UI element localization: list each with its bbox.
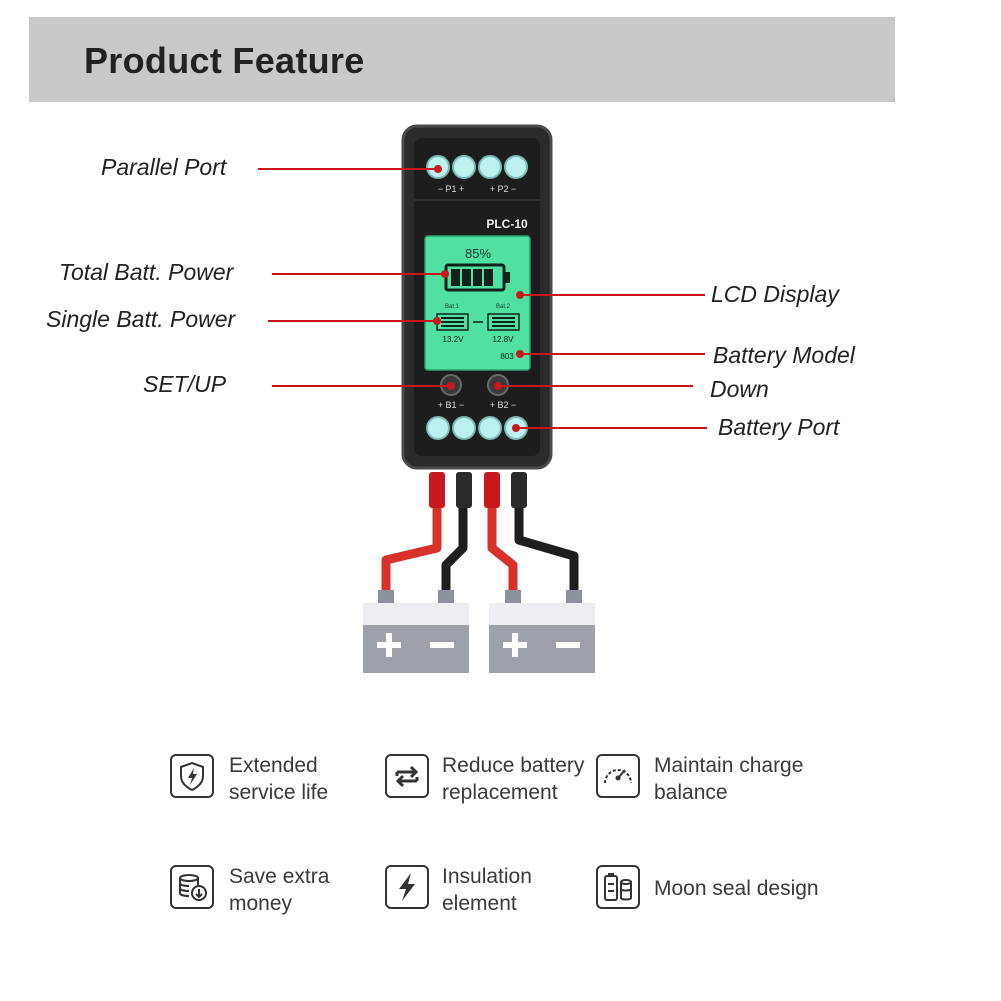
device-model-label: PLC-10 (486, 217, 528, 231)
lcd-single-battery-icons (436, 313, 520, 331)
port-label-b1: + B1 − (438, 400, 465, 410)
coins-icon (170, 865, 214, 909)
battery-seal-icon (596, 865, 640, 909)
cable-connectors (429, 472, 527, 508)
callout-total-batt-power: Total Batt. Power (59, 259, 234, 285)
callout-lcd-display: LCD Display (711, 281, 839, 307)
port-label-b2: + B2 − (490, 400, 517, 410)
battery-right (489, 590, 595, 673)
header-bar (29, 17, 895, 102)
callout-single-batt-power: Single Batt. Power (46, 306, 236, 332)
cable-red-b2 (487, 480, 518, 603)
callout-down: Down (710, 376, 769, 402)
cable-black-b2 (514, 480, 579, 603)
lcd-battery-model: 803 (500, 352, 514, 361)
lcd-bat1-label: Bat.1 (445, 304, 460, 310)
lcd-bat2-label: Bat.2 (496, 304, 511, 310)
callout-battery-port: Battery Port (718, 414, 840, 440)
port-label-p2: + P2 − (490, 184, 517, 194)
callout-set-up: SET/UP (143, 371, 227, 397)
callout-parallel-port: Parallel Port (101, 154, 227, 180)
shield-lightning-icon (170, 754, 214, 798)
lcd-bat2-voltage: 12.8V (493, 335, 515, 344)
gauge-icon (596, 754, 640, 798)
callout-battery-model: Battery Model (713, 342, 855, 368)
swap-arrows-icon (385, 754, 429, 798)
leader-lines (258, 165, 707, 432)
feature-text-moon-seal: Moon seal design (654, 877, 819, 900)
battery-left (363, 590, 469, 673)
lcd-percent: 85% (465, 246, 491, 261)
page-title: Product Feature (84, 40, 365, 81)
cable-red-b1 (381, 480, 442, 603)
cable-black-b1 (441, 480, 468, 603)
lcd-bat1-voltage: 13.2V (443, 335, 465, 344)
port-label-p1: − P1 + (438, 184, 465, 194)
cables (381, 480, 579, 603)
lightning-icon (385, 865, 429, 909)
